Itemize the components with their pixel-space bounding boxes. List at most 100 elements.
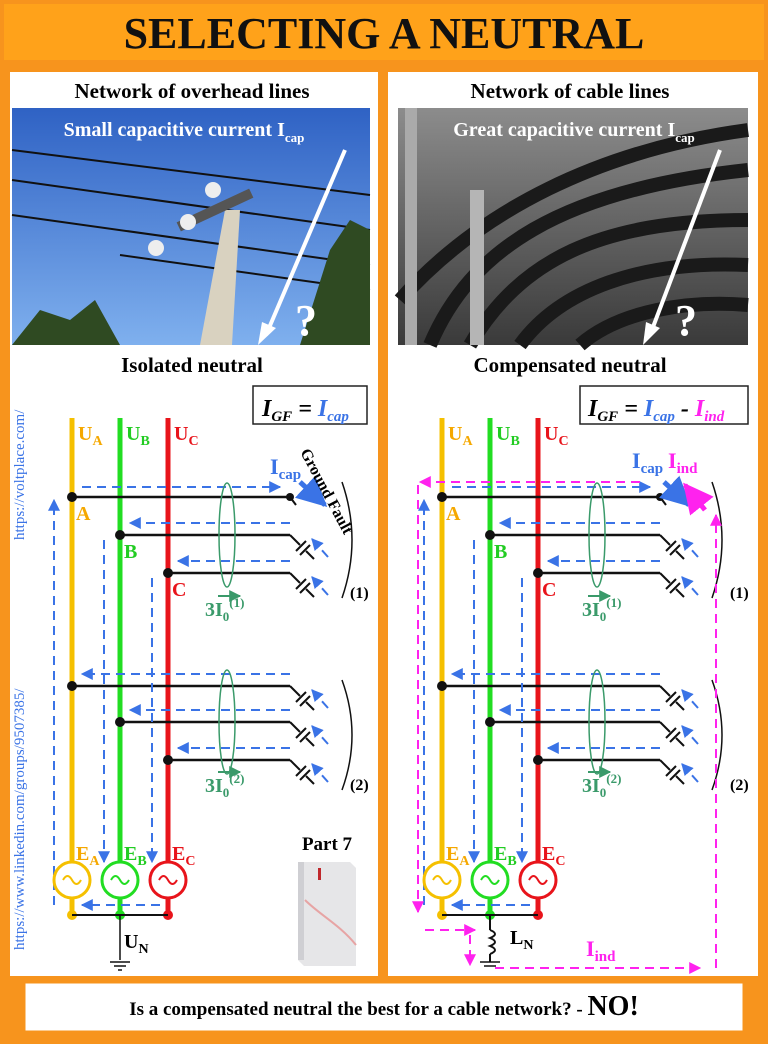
capacitor-icon	[299, 769, 311, 781]
icap-arrow	[311, 689, 329, 709]
right-label-ec: EC	[542, 843, 565, 869]
node-dot	[533, 568, 543, 578]
watermark-linkedin[interactable]: https://www.linkedin.com/groups/9507385/	[12, 688, 28, 950]
capacitor-icon	[295, 727, 307, 739]
capacitor-icon	[305, 737, 315, 747]
left-question-mark: ?	[295, 296, 317, 345]
right-node-a: A	[446, 503, 461, 525]
left-arrow-icon	[264, 149, 347, 336]
footer-text: Is a compensated neutral the best for a …	[129, 991, 639, 1022]
left-label-ua: UA	[78, 423, 103, 449]
current-transformer-icon	[588, 482, 606, 588]
iind-fault-arrow	[683, 482, 714, 516]
right-iind-bottom-label: Iind	[586, 936, 616, 965]
capacitor-icon	[669, 695, 681, 707]
capacitor-icon	[305, 550, 315, 560]
icap-arrow	[311, 538, 329, 558]
left-group-2: (2)	[350, 777, 369, 794]
sine-icon	[432, 875, 452, 885]
icap-arrow	[681, 725, 699, 745]
capacitor-icon	[659, 721, 671, 733]
icap-arrow	[681, 763, 699, 783]
left-photo-caption: Small capacitive current Icap	[64, 119, 305, 145]
node-dot	[437, 681, 447, 691]
capacitor-icon	[665, 765, 677, 777]
right-photo-caption: Great capacitive current Icap	[453, 119, 694, 145]
icap-arrow	[681, 576, 699, 596]
left-icap-label: Icap	[270, 454, 301, 483]
group-2-brace	[341, 679, 353, 791]
right-iind-label: Iind	[668, 448, 698, 477]
left-label-uc: UC	[174, 423, 199, 449]
capacitor-icon	[669, 769, 681, 781]
right-zero-seq-2: 3I0(2)	[582, 771, 621, 800]
node-dot	[115, 530, 125, 540]
node-dot	[115, 717, 125, 727]
capacitor-icon	[665, 727, 677, 739]
capacitor-icon	[299, 582, 311, 594]
capacitor-icon	[289, 534, 301, 546]
capacitor-icon	[299, 544, 311, 556]
capacitor-icon	[295, 765, 307, 777]
node-dot	[67, 681, 77, 691]
capacitor-icon	[305, 701, 315, 711]
capacitor-icon	[299, 695, 311, 707]
node-dot	[437, 492, 447, 502]
capacitor-icon	[299, 731, 311, 743]
right-zero-seq-1: 3I0(1)	[582, 595, 621, 624]
capacitor-icon	[675, 775, 685, 785]
left-node-b: B	[124, 541, 137, 563]
overhead-lines-photo	[11, 108, 371, 345]
watermark-voltplace[interactable]: https://voltplace.com/	[12, 409, 28, 540]
right-question-mark: ?	[675, 296, 697, 345]
capacitor-icon	[675, 588, 685, 598]
icap-arrow	[681, 538, 699, 558]
node-dot	[163, 755, 173, 765]
capacitor-icon	[669, 582, 681, 594]
left-label-ea: EA	[76, 843, 100, 869]
footer-box	[22, 980, 746, 1034]
left-zero-seq-1: 3I0(1)	[205, 595, 244, 624]
capacitor-icon	[289, 685, 301, 697]
sine-icon	[158, 875, 178, 885]
capacitor-icon	[659, 759, 671, 771]
page-title: SELECTING A NEUTRAL	[124, 9, 645, 58]
right-heading: Network of cable lines	[471, 79, 670, 103]
sine-icon	[110, 875, 130, 885]
left-heading: Network of overhead lines	[74, 79, 309, 103]
left-subheading: Isolated neutral	[121, 353, 263, 377]
book-cover-image	[298, 862, 357, 966]
sine-icon	[62, 875, 82, 885]
right-label-ub: UB	[496, 423, 520, 449]
icap-arrow	[311, 763, 329, 783]
capacitor-icon	[289, 759, 301, 771]
capacitor-icon	[675, 701, 685, 711]
right-formula-box	[579, 385, 749, 425]
icap-arrow	[311, 725, 329, 745]
group-1-brace	[341, 481, 353, 599]
fault-current-arrow	[294, 475, 328, 508]
current-transformer-icon	[218, 669, 236, 775]
right-group-2: (2)	[730, 777, 749, 794]
left-formula-box	[252, 385, 368, 425]
capacitor-icon	[295, 578, 307, 590]
node-dot	[485, 717, 495, 727]
right-subheading: Compensated neutral	[473, 353, 666, 377]
sine-icon	[528, 875, 548, 885]
node-dot	[163, 568, 173, 578]
icap-arrow	[311, 576, 329, 596]
right-label-ea: EA	[446, 843, 470, 869]
current-transformer-icon	[588, 669, 606, 775]
capacitor-icon	[675, 550, 685, 560]
capacitor-icon	[669, 731, 681, 743]
capacitor-icon	[305, 775, 315, 785]
icap-arrow	[681, 689, 699, 709]
right-neutral-label: LN	[510, 927, 533, 953]
right-node-c: C	[542, 579, 556, 601]
right-label-ua: UA	[448, 423, 473, 449]
current-transformer-icon	[218, 482, 236, 588]
node-dot	[533, 755, 543, 765]
capacitor-icon	[295, 691, 307, 703]
sine-icon	[480, 875, 500, 885]
